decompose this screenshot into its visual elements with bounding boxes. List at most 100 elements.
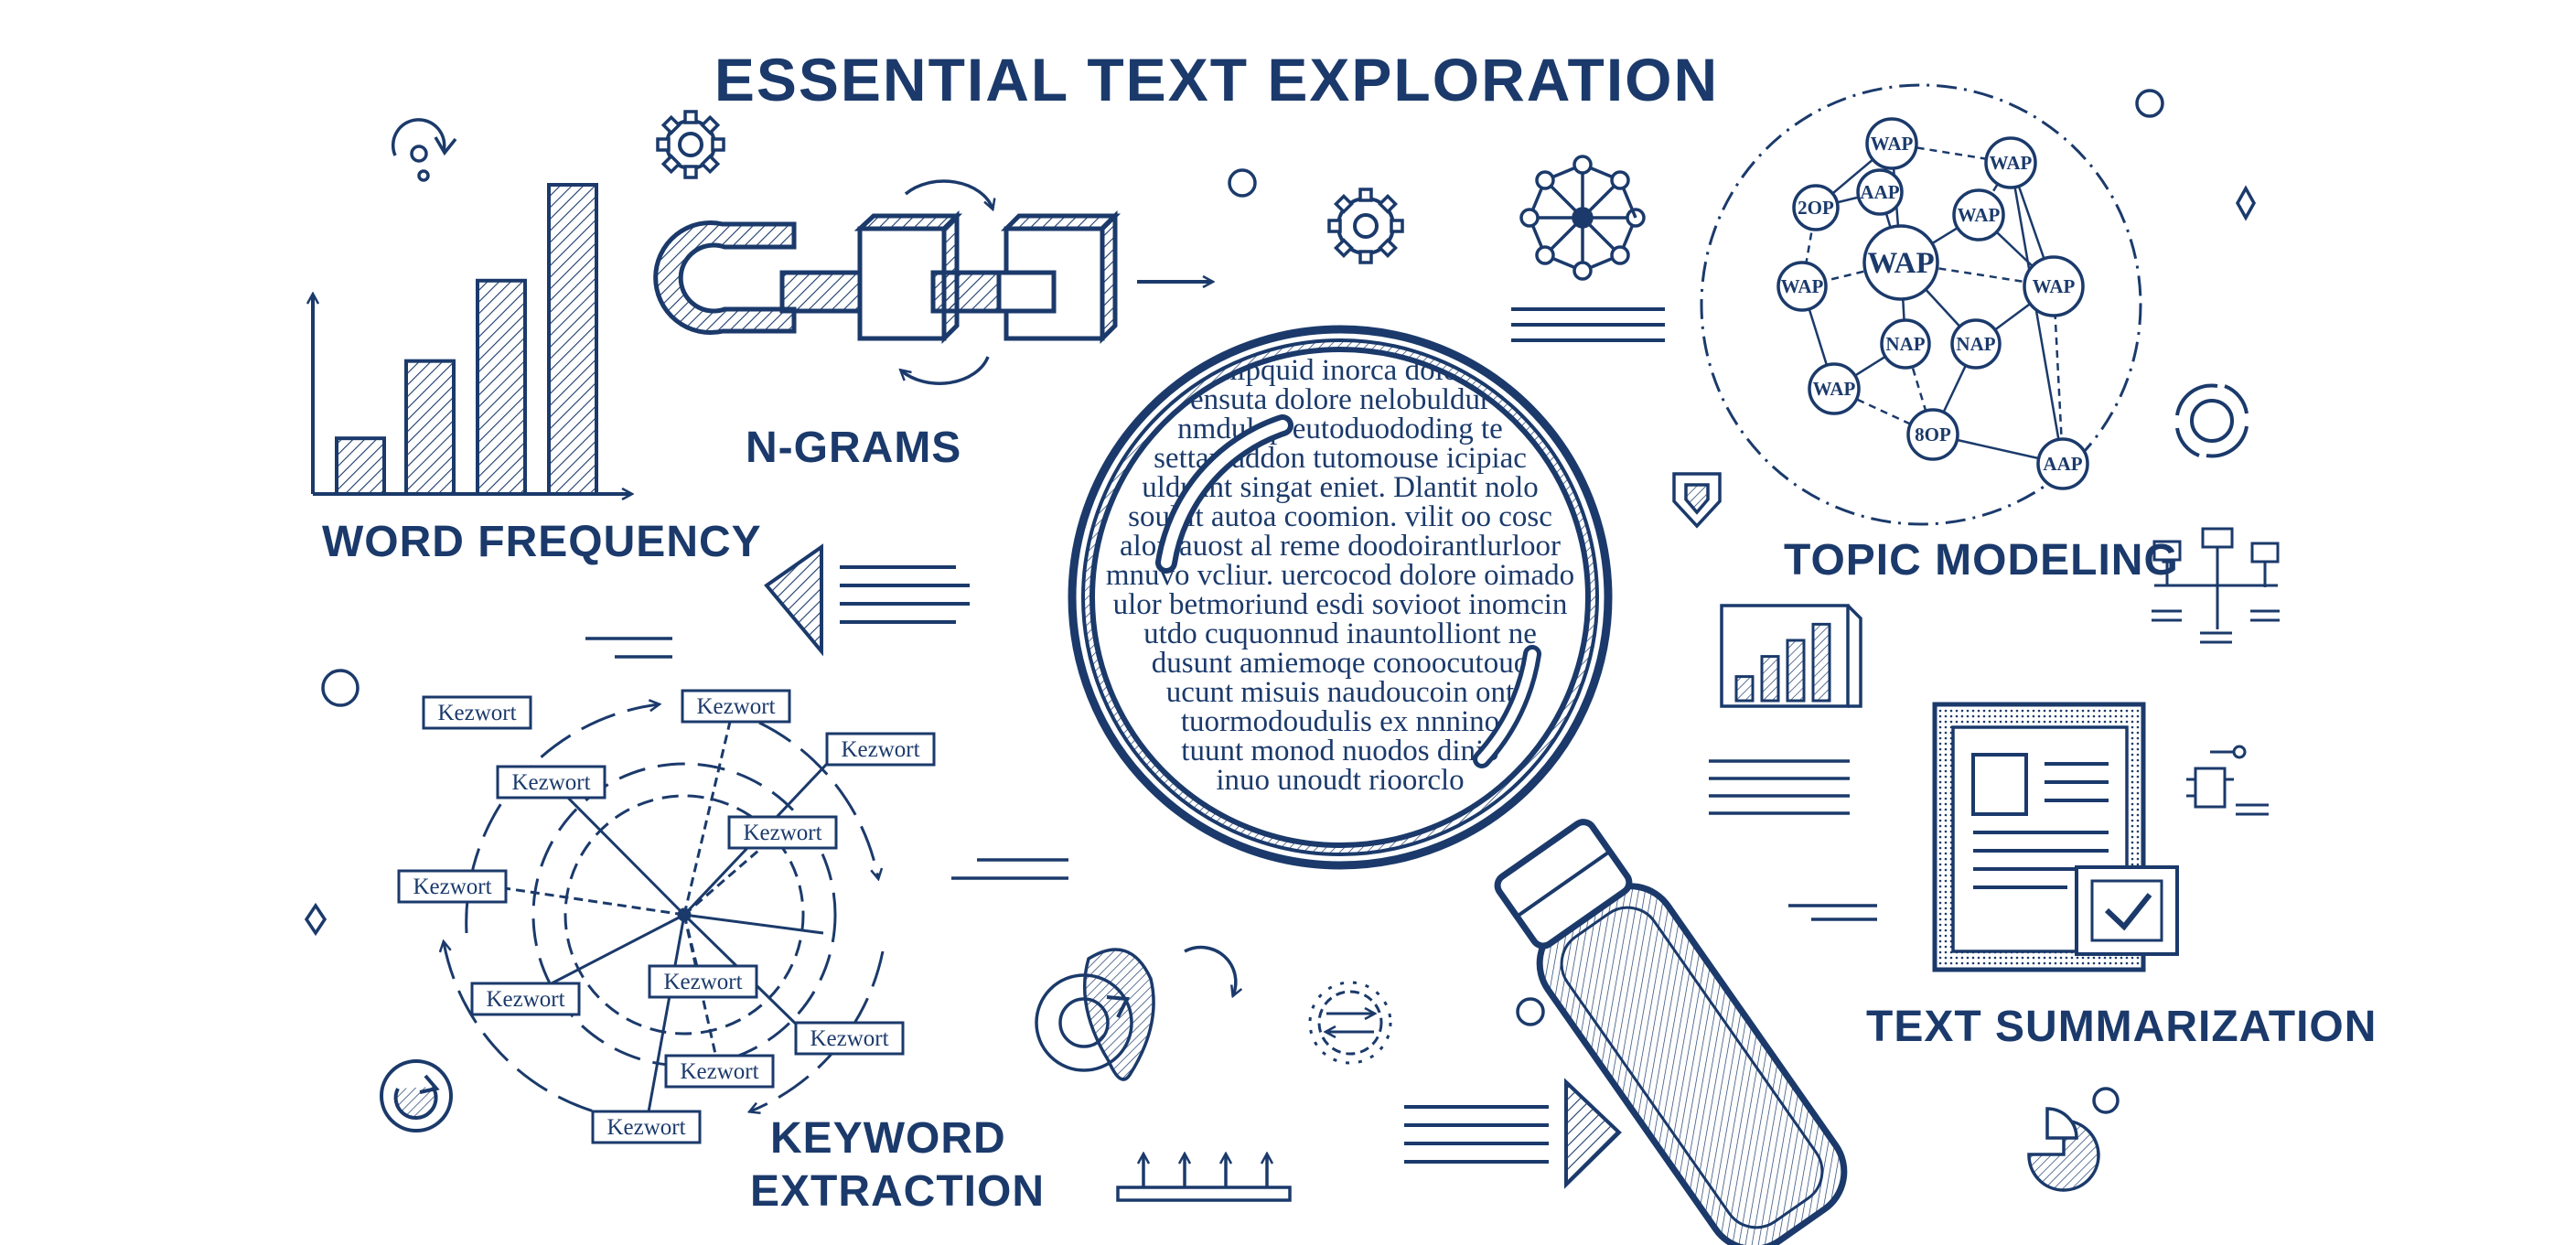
arrow-right-icon [1404,1078,1622,1189]
cycle-arrows [901,179,993,385]
keyword-label: Kezwort [437,701,516,725]
topic-node [1952,188,2005,241]
frequency-bar [547,183,598,496]
keyword-box [422,695,532,730]
topic-node-label: WAP [1813,378,1856,400]
topic-modeling-label: TOPIC MODELING [1784,536,2179,585]
network-icon [1519,155,1646,281]
mini-bar [1734,675,1755,703]
topic-node-label: WAP [1990,152,2033,174]
check-icon [2075,865,2179,956]
keyword-label: Kezwort [606,1115,685,1140]
keyword-box [591,1110,702,1144]
main-title: ESSENTIAL TEXT EXPLORATION [714,46,1719,113]
word-frequency-chart [313,183,631,497]
keyword-extraction-label-2: EXTRACTION [750,1167,1045,1216]
topic-node-label: AAP [1860,181,1899,203]
topic-node [1776,261,1828,312]
text-lines [1709,759,1850,815]
topic-node [1808,362,1861,415]
topic-node-label: 2OP [1798,197,1834,219]
lens-text-line: ucunt misuis naudoucoin ont [1166,676,1514,709]
keyword-label: Kezwort [511,770,590,795]
topic-node-label: AAP [2043,453,2082,475]
cycle-icon [380,1059,453,1132]
shield-icon [1672,472,1722,529]
topic-node-label: WAP [2033,275,2076,297]
topic-node-label: WAP [1867,247,1934,280]
cycle-icon [2175,383,2249,458]
overlap-icon [1035,945,1236,1081]
keyword-box [648,964,758,999]
text-summarization-label: TEXT SUMMARIZATION [1866,1003,2377,1051]
dash-lines [951,858,1877,921]
document-icon [1932,702,2146,972]
dot-circle [1516,997,1545,1026]
keyword-box [496,765,606,800]
keyword-label: Kezwort [680,1059,758,1084]
mini-bar-chart [1720,604,1862,708]
topic-node-label: NAP [1885,333,1925,355]
topic-node-label: WAP [1781,275,1824,297]
topic-node [1984,136,2037,189]
lens-text-line: tuormodoudulis ex nnnino [1181,705,1499,738]
keyword-label: Kezwort [413,875,491,899]
lens-text-line: tuunt monod nuodos dinio [1181,735,1498,767]
mini-bar [1786,639,1806,703]
topic-node-label: WAP [1958,204,2001,226]
word-frequency-label: WORD FREQUENCY [322,518,762,566]
dot-circle [1228,168,1257,198]
keyword-label: Kezwort [663,970,742,994]
keyword-box [727,815,838,850]
lens-text-line: nmdulop eutoduododing te [1177,413,1503,445]
text-lines [1511,307,1665,342]
lens-text-line: mnuvo vcliur. uercocod dolore oimado [1106,559,1574,592]
topic-node [2023,255,2085,317]
dot-circle [2135,89,2164,118]
sparkle-icon [2235,185,2257,221]
keyword-label: Kezwort [696,694,775,719]
topic-node [2036,437,2089,490]
up-arrows-icon [1116,1154,1292,1202]
topic-node [1950,318,2002,370]
dot-circle [2092,1087,2120,1114]
keyword-label: Kezwort [841,737,919,762]
device-icon [2186,745,2269,816]
mini-bar [1760,655,1780,703]
topic-node-label: NAP [1956,333,1995,355]
keyword-label: Kezwort [810,1026,888,1051]
topic-node [1862,224,1939,301]
topic-node [1856,168,1904,216]
keyword-label: Kezwort [486,987,564,1012]
gear-icon [1327,188,1404,264]
keyword-box [681,689,791,724]
topic-node [1865,117,1918,170]
keyword-box [794,1021,905,1056]
dash-lines [585,637,672,659]
lens-text-line: inuo unoudt rioorclo [1216,764,1464,797]
keyword-extraction-label-1: KEYWORD [770,1114,1006,1163]
gear-icon [656,110,725,179]
keyword-box [397,869,508,904]
lens-text-line: dusunt amiemoqe conoocutouo [1152,647,1529,680]
topic-node [1792,184,1840,231]
frequency-bar [476,278,527,496]
keyword-box [664,1054,775,1089]
keyword-box [825,732,936,767]
topic-node-label: WAP [1871,133,1914,155]
lens-text-line: alox auost al reme doodoirantlurloor [1120,530,1561,563]
lens-text-line: soultit autoa coomion. vilit oo cosc [1128,500,1552,533]
frequency-bar [335,436,386,497]
frequency-bar [404,359,456,496]
chain-link-icon [653,209,1122,345]
topic-node [1880,318,1931,370]
topic-node [1906,408,1959,461]
ngrams-label: N-GRAMS [746,424,961,472]
sparkle-icon [304,902,327,937]
exchange-icon [1308,981,1392,1065]
lens-text-line: ensuta dolore nelobuldur [1190,383,1490,416]
